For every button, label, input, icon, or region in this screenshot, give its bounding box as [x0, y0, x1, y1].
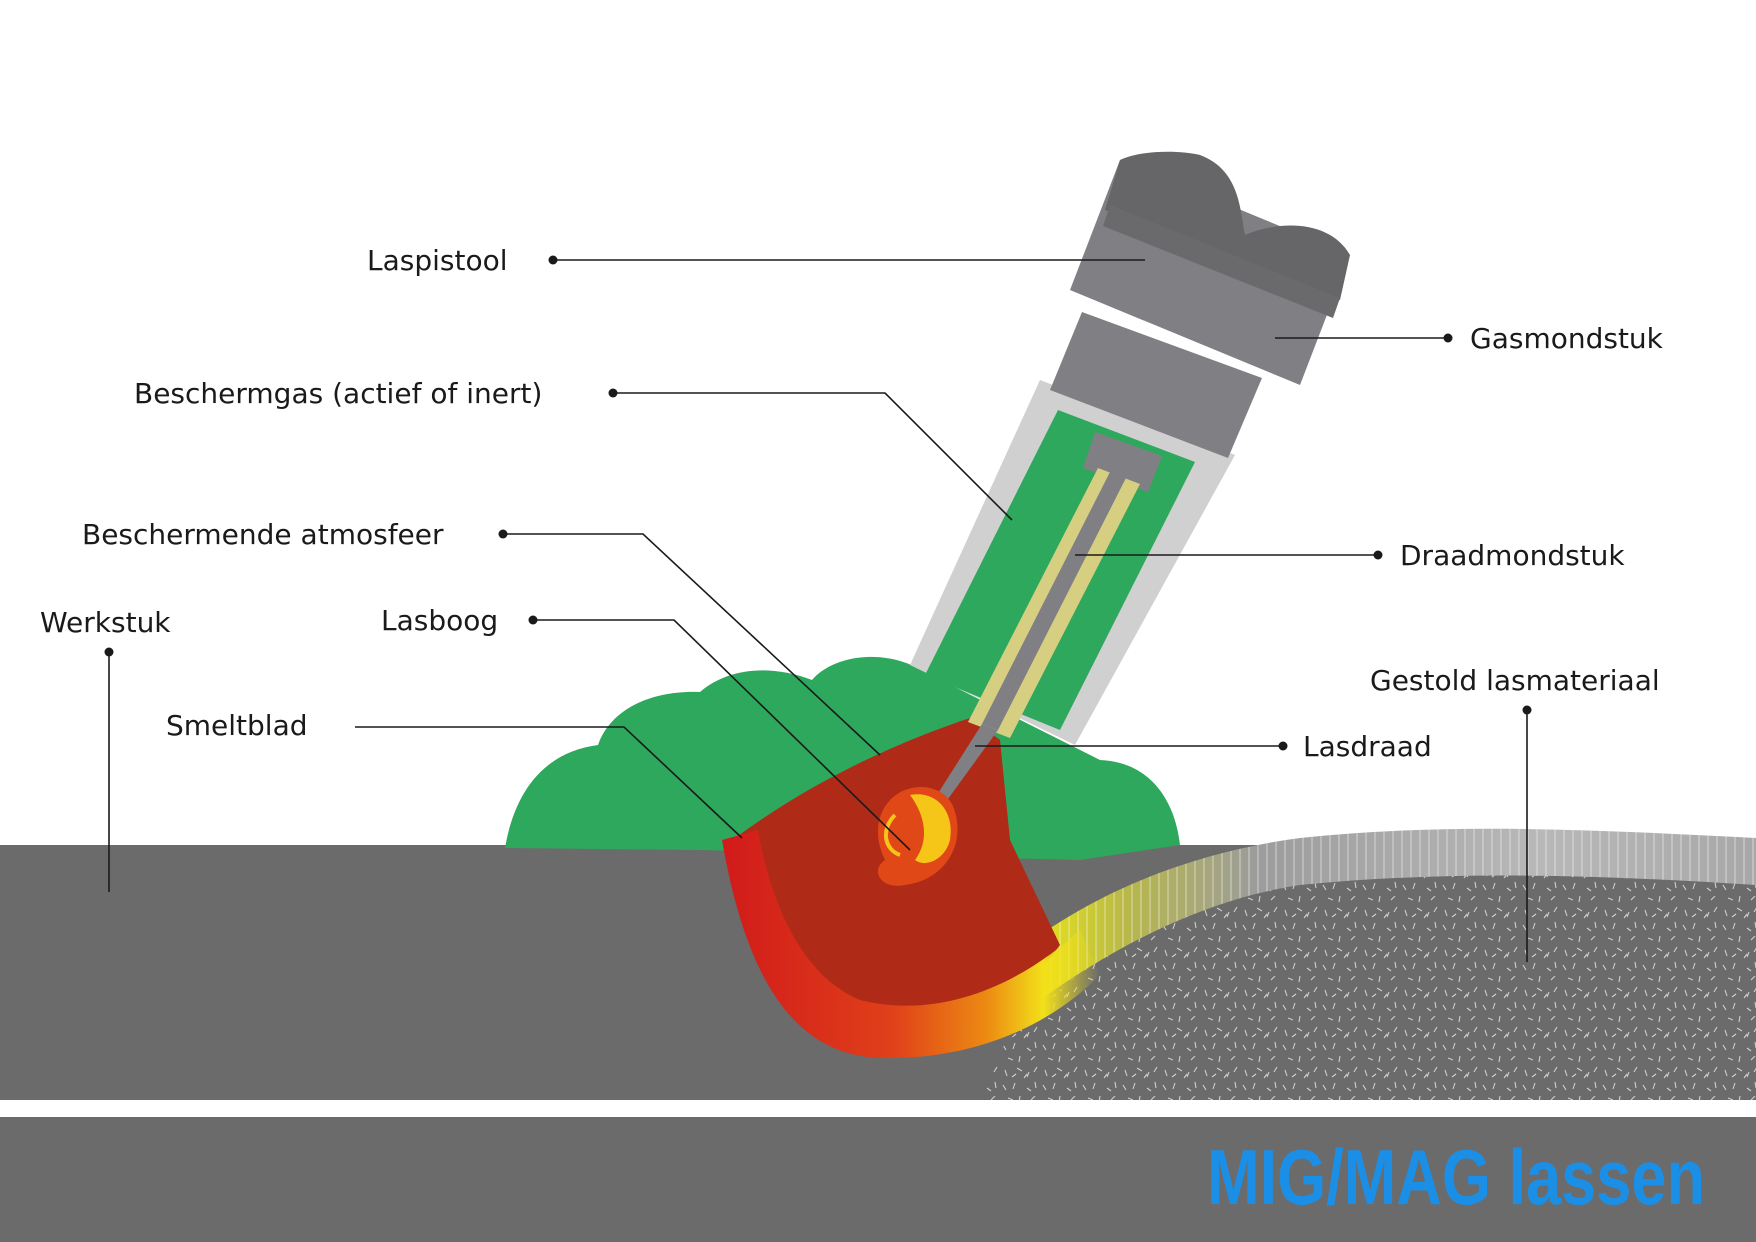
- bead-band-stripes: [1040, 828, 1756, 1000]
- gas-nozzle: [1050, 312, 1262, 458]
- label-gestold-lasmateriaal: Gestold lasmateriaal: [1370, 664, 1660, 697]
- diagram-title: MIG/MAG lassen: [1207, 1133, 1705, 1221]
- welding-torch: [910, 151, 1350, 810]
- contact-tip: [1083, 432, 1162, 492]
- label-beschermgas: Beschermgas (actief of inert): [134, 377, 542, 410]
- shielding-gas-cloud: [505, 656, 1180, 860]
- label-lasboog: Lasboog: [381, 604, 498, 637]
- label-beschermende-atmosfeer: Beschermende atmosfeer: [82, 518, 444, 551]
- base-band: [0, 1117, 1756, 1242]
- label-lasdraad: Lasdraad: [1303, 730, 1432, 763]
- welding-wire: [982, 472, 1126, 730]
- label-smeltblad: Smeltblad: [166, 709, 308, 742]
- label-laspistool: Laspistool: [367, 244, 508, 277]
- solidified-weld-bead: [980, 840, 1756, 1100]
- gun-body-top: [1105, 151, 1350, 300]
- fusion-line: [722, 830, 1100, 1059]
- label-gasmondstuk: Gasmondstuk: [1470, 322, 1664, 355]
- gun-band: [1103, 205, 1340, 318]
- welding-arc: [877, 786, 958, 886]
- label-werkstuk: Werkstuk: [40, 606, 171, 639]
- label-draadmondstuk: Draadmondstuk: [1400, 539, 1625, 572]
- leader-lines: [104, 255, 1532, 962]
